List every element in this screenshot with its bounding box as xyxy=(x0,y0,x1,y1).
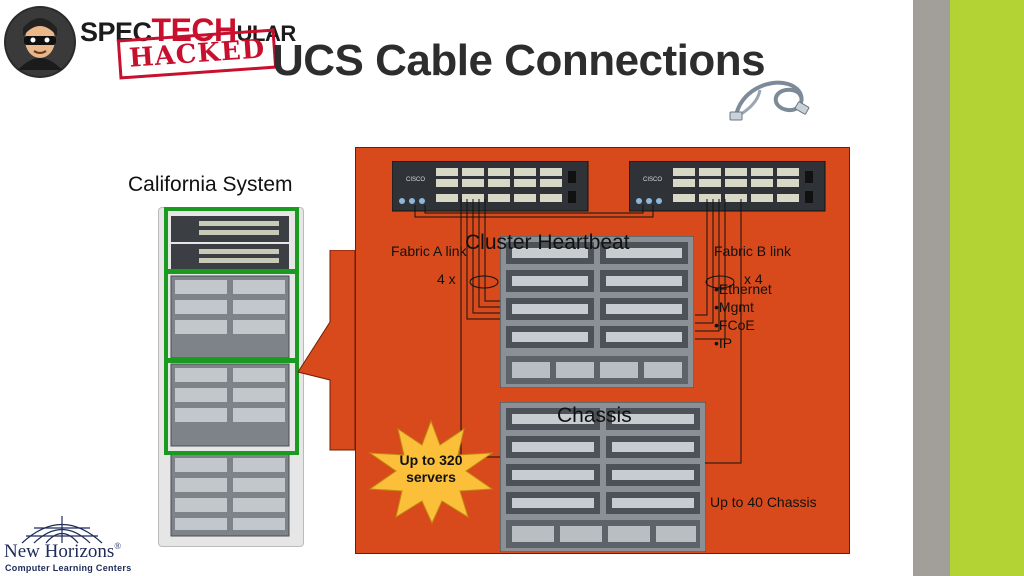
svg-text:CISCO: CISCO xyxy=(406,177,425,183)
starburst-callout xyxy=(368,419,494,525)
hacker-avatar-icon xyxy=(4,6,76,78)
callout-text: Up to 320 servers xyxy=(399,452,463,485)
registered-mark: ® xyxy=(114,541,122,551)
chassis-label: Chassis xyxy=(557,404,632,427)
network-cable-icon xyxy=(729,80,810,121)
company-name-text: New Horizons xyxy=(4,541,115,562)
globe-logo-icon xyxy=(21,516,103,544)
rack-image xyxy=(158,207,304,547)
fabric-highlight-box xyxy=(164,207,299,273)
fabric-b-count: x 4 xyxy=(744,271,763,287)
link-type-item: •IP xyxy=(714,335,733,351)
fabric-interconnect-b: CISCO xyxy=(629,161,826,212)
fabric-a-label: Fabric A link xyxy=(391,243,467,259)
chassis-highlight-box-2 xyxy=(164,359,299,455)
logo-suffix: ULAR xyxy=(236,21,297,46)
company-tagline: Computer Learning Centers xyxy=(5,563,132,573)
system-label: California System xyxy=(128,173,293,196)
fabric-a-count: 4 x xyxy=(437,271,456,287)
chassis-upper xyxy=(500,236,694,388)
fabric-b-label: Fabric B link xyxy=(714,243,792,259)
logo-prefix: SPEC xyxy=(80,17,152,47)
svg-text:CISCO: CISCO xyxy=(643,177,662,183)
side-bar-gray xyxy=(913,0,950,576)
link-type-item: •Mgmt xyxy=(714,299,754,315)
slide-title: UCS Cable Connections xyxy=(272,36,766,85)
link-type-item: •FCoE xyxy=(714,317,755,333)
logo-wordmark: SPECTECHULAR xyxy=(80,12,296,49)
chassis-lower xyxy=(500,402,706,552)
chassis-count-label: Up to 40 Chassis xyxy=(710,494,817,510)
side-bar-green xyxy=(950,0,1024,576)
fabric-interconnect-a: CISCO xyxy=(392,161,589,212)
logo-accent: TECH xyxy=(151,12,238,48)
callout-arrow xyxy=(297,250,356,451)
link-type-item: •Ethernet xyxy=(714,281,772,297)
heartbeat-label: Cluster Heartbeat xyxy=(465,231,630,254)
company-name: New Horizons® xyxy=(4,541,121,563)
link-type-list: •Ethernet •Mgmt •FCoE •IP xyxy=(714,280,772,352)
chassis-highlight-box xyxy=(164,270,299,362)
